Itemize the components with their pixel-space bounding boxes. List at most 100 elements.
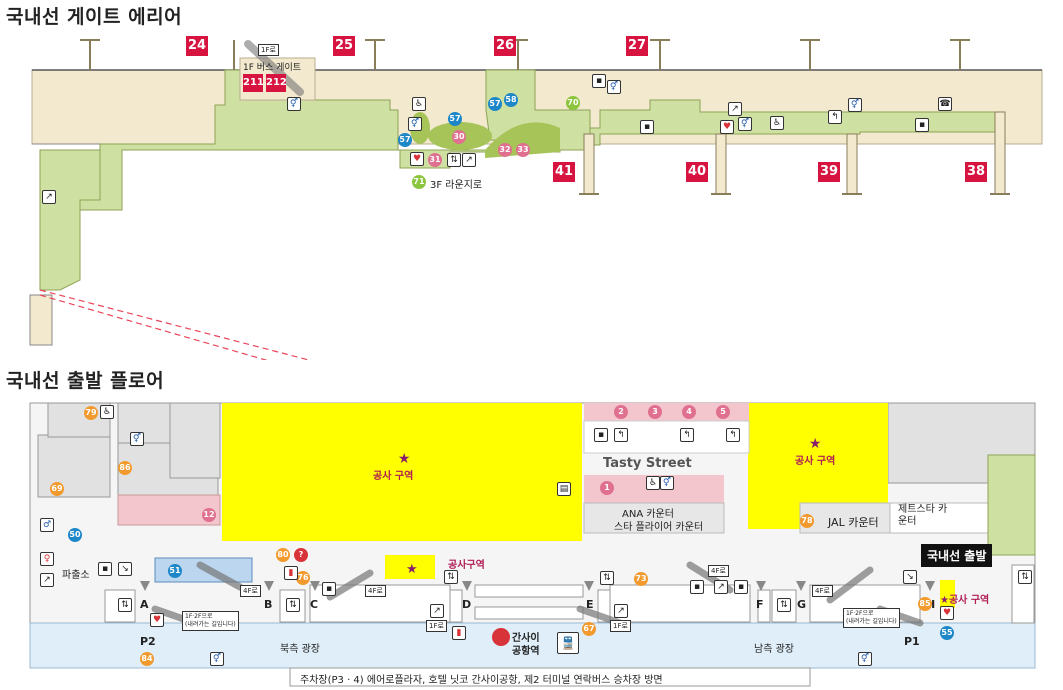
elevator-icon: ⇅ [600,571,614,585]
restroom-icon: ⚥ [607,80,621,94]
restroom-icon: ⚥ [287,97,301,111]
smoking-room-icon: ↰ [726,428,740,442]
door-e: E [586,598,594,611]
smoking-icon: ▪ [594,428,608,442]
shop-30: 30 [452,130,466,144]
stroller-icon: ♿ [770,116,784,130]
parking-p1-label: P1 [904,635,920,648]
service-73: 73 [634,572,648,586]
locker-icon: ▤ [557,482,571,496]
service-86: 86 [118,461,132,475]
shop-12: 12 [202,508,216,522]
elevator-icon: ⇅ [286,598,300,612]
atm-icon: ▮ [284,566,298,580]
down-to-1f-2f-note-a: 1F·2F으로(내려가는 길입니다) [182,611,239,631]
lounge-number-badge: 71 [412,175,426,189]
star-flyer-counter-label: 스타 플라이어 카운터 [614,522,704,533]
shop-57c: 57 [398,133,412,147]
shop-70: 70 [566,96,580,110]
station-name-line1: 간사이 [512,633,540,644]
service-79: 79 [84,406,98,420]
womens-restroom-icon: ♀ [40,552,54,566]
to-4f-sign-d: 4F로 [812,585,833,597]
bus-gate-212: 212 [266,74,287,92]
jal-counter-label: JAL 카운터 [828,516,879,529]
gate-40-badge: 40 [686,162,708,182]
shop-32: 32 [498,143,512,157]
smoking-icon: ▪ [640,120,654,134]
shop-31: 31 [428,153,442,167]
smoking-icon: ▪ [734,580,748,594]
shop-1: 1 [600,481,614,495]
shop-33: 33 [516,143,530,157]
escalator-icon: ↗ [40,573,54,587]
elevator-icon: ⇅ [118,598,132,612]
construction-zone-h-label: ★공사 구역 [940,595,990,606]
service-84: 84 [140,652,154,666]
to-4f-sign-c: 4F로 [708,565,729,577]
escalator-icon: ↘ [118,562,132,576]
service-78: 78 [800,514,814,528]
escalator-icon: ↗ [430,604,444,618]
shop-3: 3 [648,405,662,419]
elevator-icon: ⇅ [1018,570,1032,584]
departure-floor-map [29,402,1036,687]
tasty-street-label: Tasty Street [603,456,692,471]
mens-restroom-icon: ♂ [40,518,54,532]
police-box-label: 파출소 [62,570,90,581]
ana-counter-label: ANA 카운터 [622,509,674,520]
escalator-icon: ↘ [903,570,917,584]
train-icon: 🚆 [557,632,579,654]
to-4f-sign-a: 4F로 [240,585,261,597]
restroom-icon: ⚥ [738,117,752,131]
smoking-icon: ▪ [915,118,929,132]
restroom-icon: ⚥ [130,432,144,446]
phone-icon: ☎ [938,97,952,111]
smoking-icon: ▪ [690,580,704,594]
south-plaza-label: 남측 광장 [754,644,794,655]
bus-floor-sign: 1F로 [258,44,279,56]
aed-icon: ♥ [150,613,164,627]
door-f: F [756,598,764,611]
bottom-direction-note: 주차장(P3 · 4) 에어로플라자, 호텔 닛코 간사이공항, 제2 터미널 … [300,675,663,686]
departure-floor-title: 국내선 출발 플로어 [6,370,165,392]
gate-39-badge: 39 [818,162,840,182]
shop-5: 5 [716,405,730,419]
elevator-icon: ⇅ [447,153,461,167]
gate-38-badge: 38 [965,162,987,182]
down-to-1f-2f-note-b: 1F·2F으로(내려가는 길입니다) [843,608,900,628]
information-icon: ? [294,548,308,562]
facility-51: 51 [168,564,182,578]
restroom-icon: ⚥ [858,652,872,666]
facility-50: 50 [68,528,82,542]
lounge-direction-label: 3F 라운지로 [430,180,483,191]
construction-zone-main-label: ★공사 구역 [373,451,414,482]
escalator-icon: ↗ [462,153,476,167]
shop-57b: 57 [488,97,502,111]
door-d: D [462,598,472,611]
gate-26-badge: 26 [494,36,516,56]
elevator-icon: ⇅ [777,598,791,612]
service-67: 67 [582,622,596,636]
door-c: C [310,598,319,611]
escalator-icon: ↗ [614,604,628,618]
shop-57a: 57 [448,112,462,126]
smoking-icon: ▪ [322,582,336,596]
stroller-icon: ♿ [412,97,426,111]
smoking-room-icon: ↰ [614,428,628,442]
jr-station-logo [492,628,510,646]
elevator-icon: ⇅ [444,570,458,584]
gate-25-badge: 25 [333,36,355,56]
restroom-icon: ⚥ [848,98,862,112]
station-name-line2: 공항역 [512,646,540,657]
restroom-icon: ⚥ [408,117,422,131]
gate-area-title: 국내선 게이트 에리어 [6,6,183,28]
to-1f-sign-a: 1F로 [426,620,447,632]
to-4f-sign-b: 4F로 [365,585,386,597]
facility-55: 55 [940,626,954,640]
smoking-room-icon: ↰ [680,428,694,442]
parking-p2-label: P2 [140,635,156,648]
shop-58: 58 [504,93,518,107]
aed-icon: ♥ [410,152,424,166]
service-80: 80 [276,548,290,562]
